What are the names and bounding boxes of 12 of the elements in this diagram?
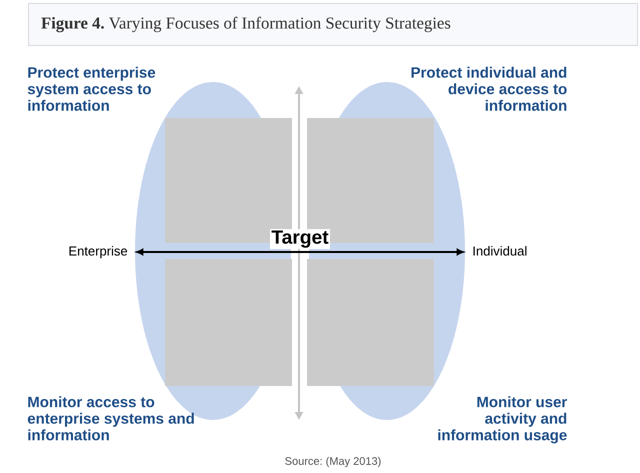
edge-label: Target xyxy=(270,229,330,250)
axis-label: Individual xyxy=(474,246,526,256)
source-note: Source: (May 2013) xyxy=(285,456,381,468)
quadrant-caption: Protect enterprise system access to information xyxy=(28,66,156,111)
rectangle-block xyxy=(307,259,434,386)
rectangle-block xyxy=(165,259,292,386)
axis-label: Enterprise xyxy=(70,246,128,258)
quadrant-caption: Protect individual and device access to information xyxy=(412,66,567,111)
quadrant-caption: Monitor user activity and information usage xyxy=(438,396,567,444)
double-arrow xyxy=(136,248,464,256)
title-box: Figure 4. Varying Focuses of Information Security Strategies xyxy=(28,3,638,46)
quadrant-caption: Monitor access to enterprise systems and information xyxy=(28,396,194,440)
